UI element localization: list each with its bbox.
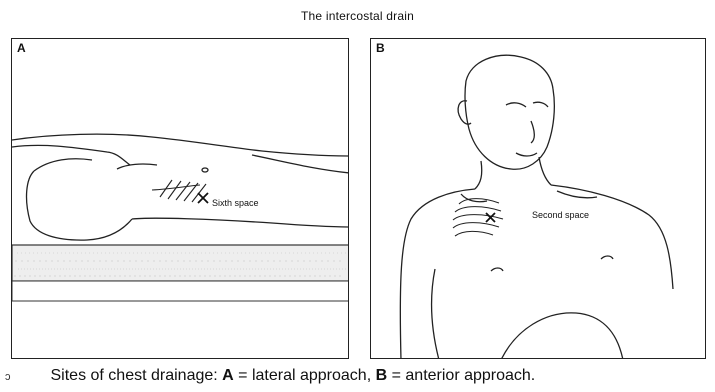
caption-prefix: Sites of chest drainage: (51, 367, 223, 384)
caption-leading-glyph: ɔ (5, 371, 11, 383)
caption-b-key: B (376, 367, 388, 384)
anterior-drawing (371, 39, 706, 359)
panel-a-lateral-illustration: A (11, 38, 349, 359)
bed-base (12, 281, 349, 301)
lateral-drawing (12, 39, 349, 359)
caption-a-key: A (222, 367, 234, 384)
patient-torso (400, 55, 673, 359)
sixth-space-label: Sixth space (212, 198, 259, 208)
second-space-label: Second space (532, 210, 589, 220)
panel-b-letter: B (376, 41, 385, 55)
rib-hatching (453, 199, 503, 236)
caption-a-text: = lateral approach, (234, 367, 376, 384)
panel-a-letter: A (17, 41, 26, 55)
sixth-space-marker (198, 193, 208, 203)
second-space-marker (486, 213, 495, 222)
figure-caption: ɔ Sites of chest drainage: A = lateral ap… (5, 367, 535, 385)
caption-b-text: = anterior approach. (387, 367, 535, 384)
rib-hatching (152, 180, 206, 202)
panel-b-anterior-illustration: B (370, 38, 706, 359)
mattress (12, 245, 349, 281)
figure-title: The intercostal drain (0, 9, 715, 23)
